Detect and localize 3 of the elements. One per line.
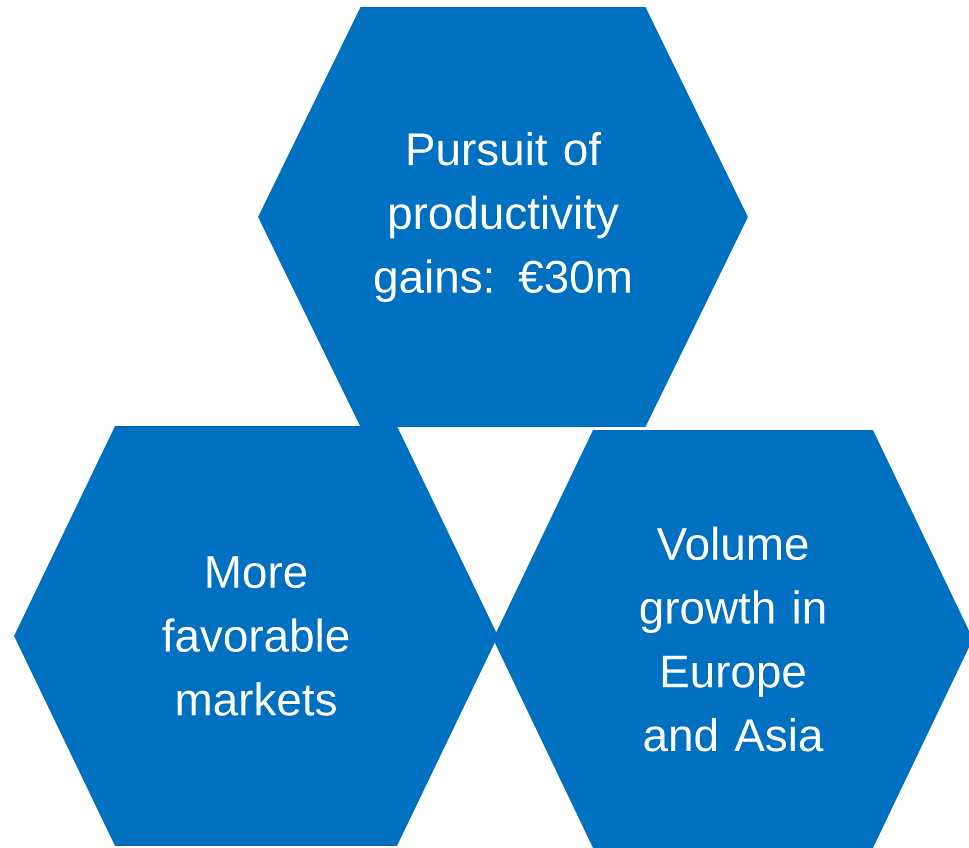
- hexagon: Volume growth in Europe and Asia: [493, 430, 969, 848]
- hexagon: Pursuit of productivity gains: €30m: [258, 7, 748, 427]
- hexagon: More favorable markets: [14, 426, 498, 846]
